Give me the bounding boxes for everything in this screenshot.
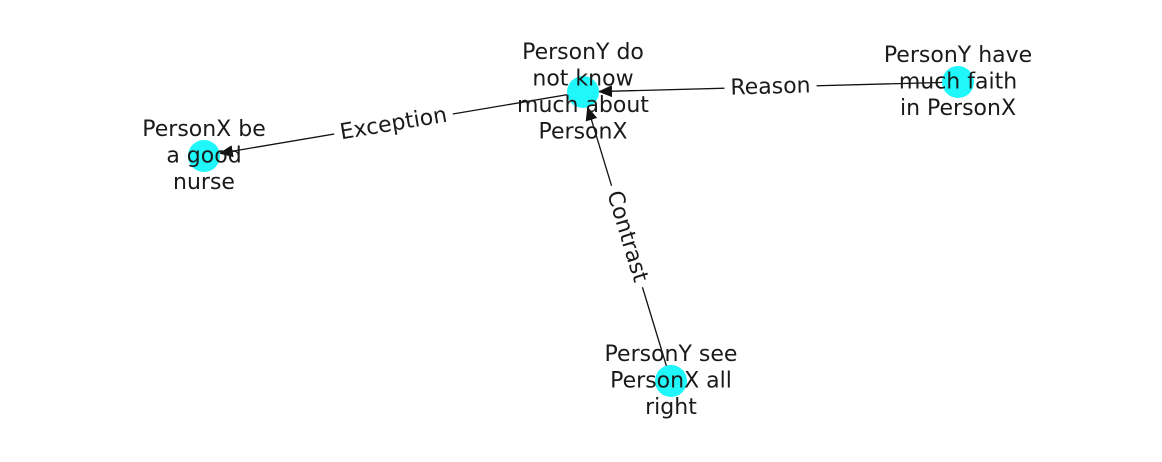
node-circle — [942, 66, 974, 98]
node-label-line: PersonX all — [610, 369, 732, 394]
nodes-layer — [188, 66, 974, 397]
node-label-line: much faith — [899, 70, 1017, 95]
node-circle — [188, 140, 220, 172]
node-label-line: PersonY do — [522, 40, 644, 65]
edge-label-background — [331, 99, 456, 149]
edge-label-text: Contrast — [601, 188, 652, 286]
node-label-line: PersonX — [539, 119, 628, 144]
edge-label: Reason — [724, 70, 817, 104]
edge-label: Contrast — [597, 181, 657, 292]
node-label-line: right — [645, 395, 697, 420]
node-label-line: nurse — [173, 170, 235, 195]
node-label-line: much about — [517, 93, 649, 118]
edge-label: Exception — [331, 99, 456, 149]
edge-label-background — [597, 181, 657, 292]
node-label-line: PersonY see — [605, 342, 738, 367]
edge-label-text: Reason — [730, 73, 811, 100]
node-circle — [655, 365, 687, 397]
edge-label-background — [724, 70, 817, 104]
node-circle — [567, 76, 599, 108]
node-label-line: in PersonX — [900, 96, 1016, 121]
node-label-line: PersonX be — [142, 117, 266, 142]
node-label-line: PersonY have — [884, 43, 1032, 68]
node-label-line: not know — [532, 66, 633, 91]
node-label-line: a good — [166, 144, 241, 169]
